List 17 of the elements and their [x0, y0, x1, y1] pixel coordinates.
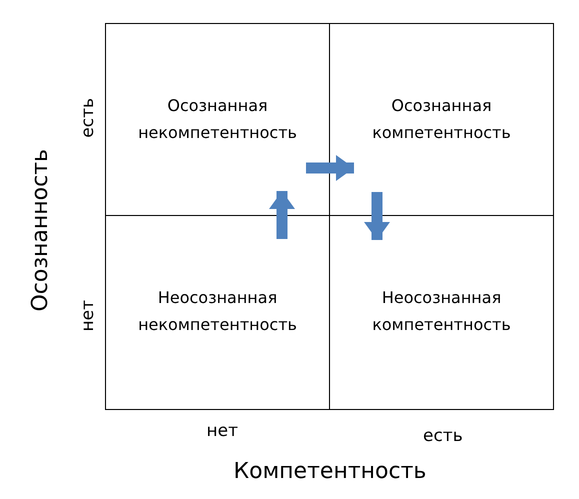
quadrant-cell — [329, 215, 554, 410]
axis-title: Осознанность — [28, 148, 52, 312]
quadrant-label: Неосознанная компетентность — [371, 287, 512, 336]
quadrant-label: Неосознанная некомпетентность — [137, 287, 298, 336]
block-arrow — [364, 192, 390, 240]
quadrant-cell — [105, 23, 330, 216]
axis-tick-label: нет — [78, 300, 98, 331]
block-arrow — [269, 191, 295, 239]
quadrant-label: Осознанная некомпетентность — [137, 95, 298, 144]
axis-tick-label: нет — [206, 421, 238, 441]
axis-tick-label: есть — [78, 98, 98, 138]
quadrant-label: Осознанная компетентность — [371, 95, 512, 144]
quadrant-cell — [105, 215, 330, 410]
axis-title: Компетентность — [234, 458, 426, 484]
block-arrow — [306, 155, 354, 181]
axis-tick-label: есть — [423, 426, 463, 446]
quadrant-cell — [329, 23, 554, 216]
